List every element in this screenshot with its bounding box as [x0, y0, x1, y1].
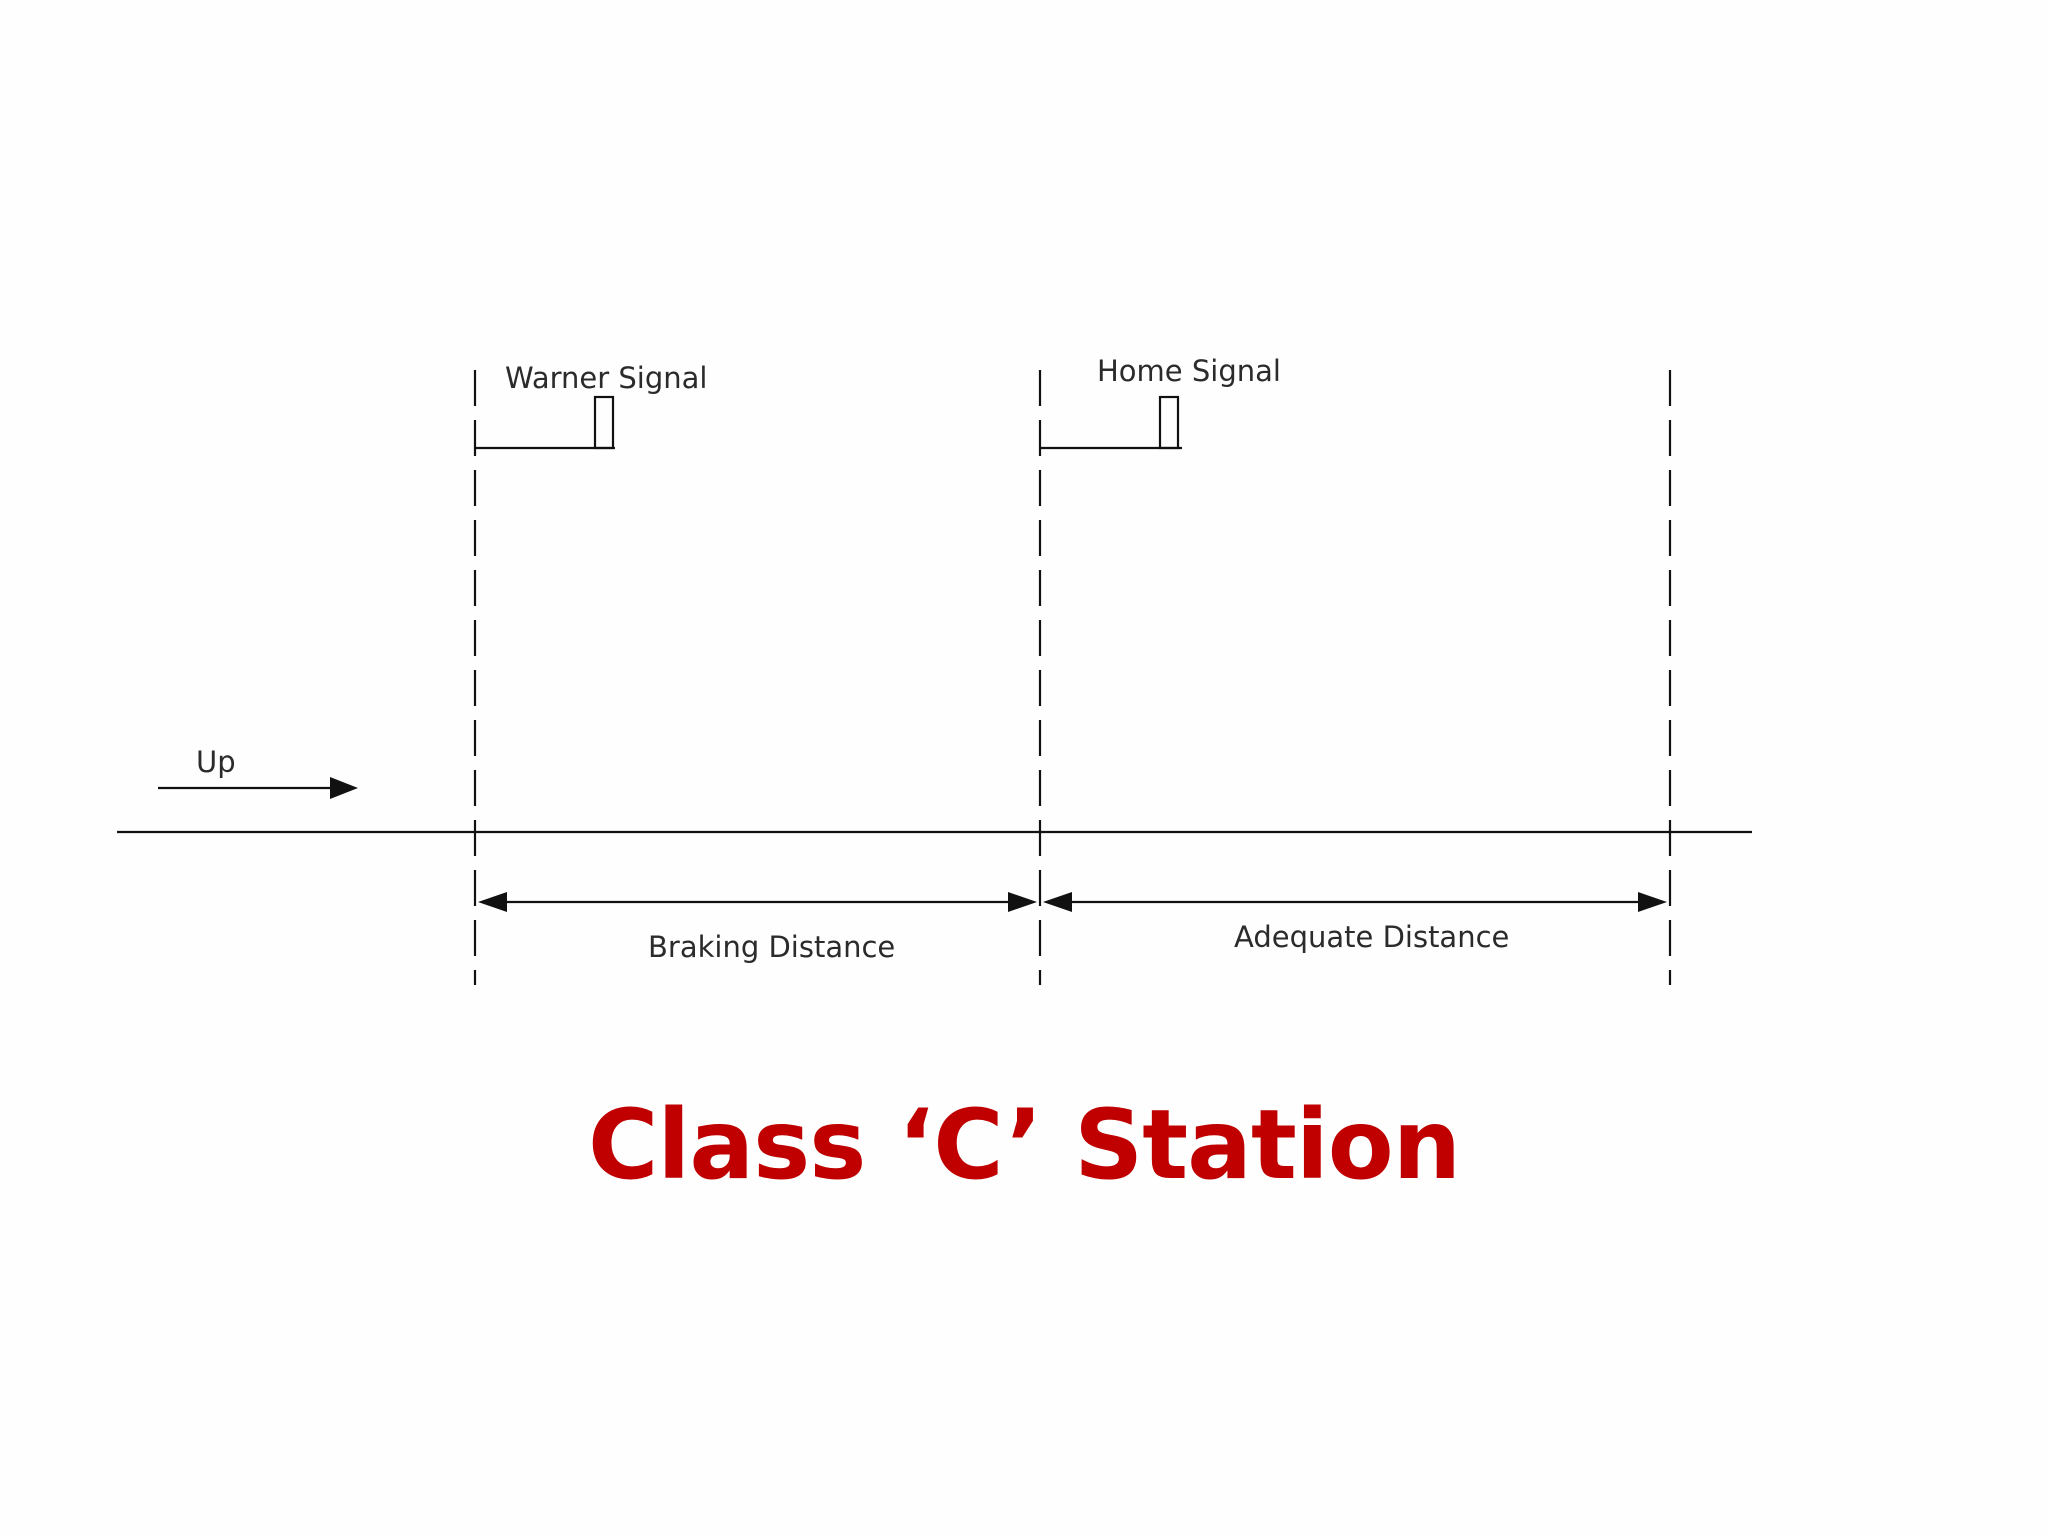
- adequate-distance-arrow: [1043, 892, 1667, 912]
- home-signal-symbol: [1040, 395, 1182, 450]
- up-direction-label: Up: [196, 745, 236, 779]
- warner-signal-symbol: [475, 395, 615, 450]
- slide-title: Class ‘C’ Station: [587, 1089, 1461, 1201]
- home-signal-label: Home Signal: [1097, 354, 1281, 388]
- adequate-distance-label: Adequate Distance: [1234, 920, 1509, 954]
- up-direction-arrow: [158, 777, 358, 799]
- braking-distance-label: Braking Distance: [648, 930, 895, 964]
- warner-signal-label: Warner Signal: [505, 361, 707, 395]
- braking-distance-arrow: [478, 892, 1037, 912]
